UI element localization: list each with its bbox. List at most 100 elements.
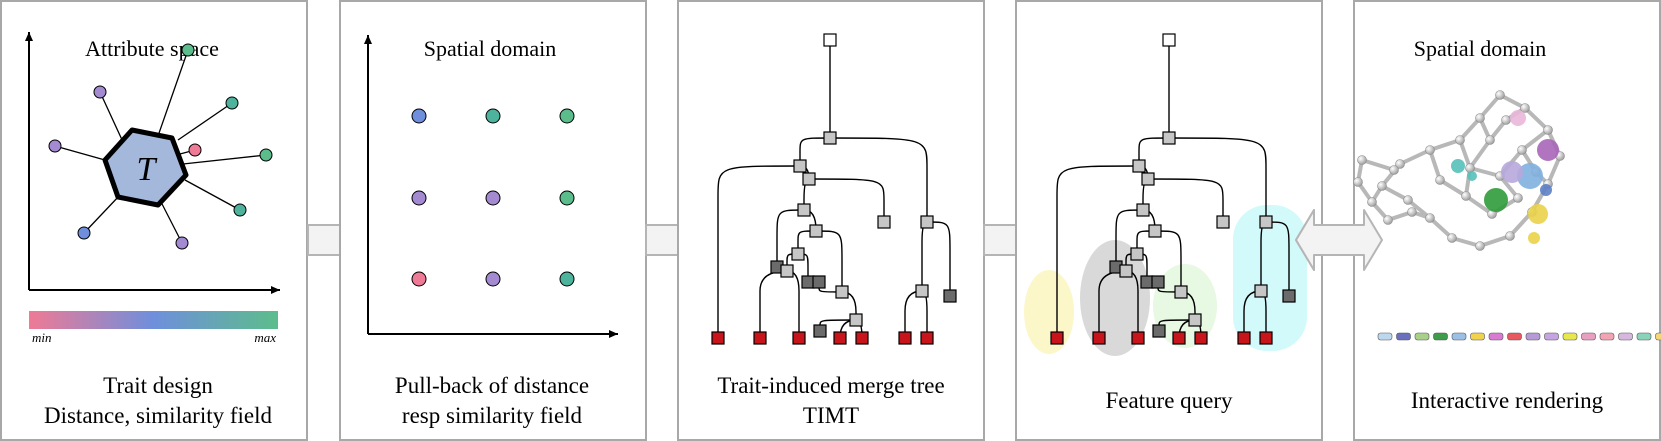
spatial-point — [411, 271, 427, 287]
legend-swatch — [1377, 332, 1393, 341]
tree-node — [802, 172, 816, 186]
molecule-bond — [1438, 178, 1468, 198]
spokes — [54, 49, 267, 244]
molecule-atom — [1403, 195, 1413, 205]
molecule-bond — [1428, 149, 1442, 181]
spatial-point — [485, 271, 501, 287]
attribute-point — [93, 85, 107, 99]
tree-edge — [1138, 137, 1170, 166]
colorbar-min-label: min — [32, 330, 52, 345]
tree-node — [1148, 224, 1162, 238]
tree-node — [780, 264, 794, 278]
molecule-bond — [1479, 234, 1511, 248]
tree-node — [835, 285, 849, 299]
tree-node — [1131, 331, 1145, 345]
attribute-point — [259, 148, 273, 162]
trait-label: T — [137, 151, 158, 188]
spatial-point — [559, 271, 575, 287]
tree-node — [1254, 284, 1268, 298]
merge-tree — [711, 33, 957, 345]
panel-caption-line-2: resp similarity field — [402, 403, 583, 428]
feature-highlight-yellow — [1024, 270, 1074, 354]
panel-title: Spatial domain — [1414, 36, 1547, 61]
molecule-atom — [1501, 115, 1511, 125]
molecule-atom — [1407, 207, 1417, 217]
feature-blob — [1517, 163, 1543, 189]
tree-node — [915, 284, 929, 298]
feature-blob — [1537, 139, 1559, 161]
molecule-atom — [1495, 90, 1505, 100]
tree-node — [1216, 215, 1230, 229]
legend-swatch — [1433, 332, 1448, 341]
tree-node — [1237, 331, 1251, 345]
molecule-atom — [1389, 165, 1399, 175]
spatial-point — [485, 108, 501, 124]
attribute-point — [181, 43, 195, 57]
molecule-bond — [1464, 194, 1494, 216]
colorbar-max-label: max — [254, 330, 276, 345]
legend-swatch — [1507, 332, 1522, 341]
tree-node — [1174, 285, 1188, 299]
tree-node — [877, 215, 891, 229]
molecule-atom — [1505, 231, 1515, 241]
legend-swatch — [1451, 332, 1467, 341]
colorbar — [29, 311, 278, 329]
molecule-atom — [1367, 197, 1377, 207]
tree-edge — [1115, 209, 1144, 267]
tree-node — [1194, 331, 1208, 345]
legend-swatch — [1599, 332, 1615, 341]
spatial-point — [559, 190, 575, 206]
molecule-atom — [1447, 233, 1457, 243]
panel-caption-line-1: Trait-induced merge tree — [717, 373, 944, 398]
tree-node — [812, 275, 826, 289]
molecule-atom — [1425, 213, 1435, 223]
attribute-point — [48, 139, 62, 153]
legend-swatch — [1562, 332, 1578, 341]
attribute-point — [77, 226, 91, 240]
molecule-atom — [1377, 181, 1387, 191]
molecule-bond — [1429, 138, 1461, 152]
panel-feature-query: Feature query — [1015, 0, 1323, 441]
tree-node — [1151, 275, 1165, 289]
feature-blob — [1540, 184, 1552, 196]
molecule-atom — [1475, 113, 1485, 123]
tree-node — [1136, 203, 1150, 217]
molecule-bond — [1523, 106, 1550, 132]
tree-edge — [829, 137, 928, 222]
molecule-icon — [1353, 90, 1565, 251]
spatial-point — [559, 108, 575, 124]
attribute-point — [233, 203, 247, 217]
feature-highlight-green — [1153, 264, 1217, 348]
legend-swatch — [1581, 332, 1596, 341]
panel-caption-line-2: Distance, similarity field — [44, 403, 273, 428]
tree-node — [1050, 331, 1064, 345]
feature-blob — [1467, 171, 1477, 181]
tree-node — [1130, 247, 1144, 261]
molecule-atom — [1455, 135, 1465, 145]
feature-blob — [1528, 232, 1540, 244]
tree-node — [898, 331, 912, 345]
tree-node — [801, 275, 815, 289]
tree-edge — [1168, 137, 1267, 222]
tree-edge — [1154, 230, 1182, 292]
legend-swatch — [1396, 332, 1411, 341]
tree-node — [1162, 33, 1176, 47]
tree-node — [792, 331, 806, 345]
tree-node — [791, 247, 805, 261]
attribute-points — [48, 43, 273, 250]
molecule-bond — [1399, 148, 1431, 166]
molecule-atom — [1517, 145, 1527, 155]
spatial-point — [411, 108, 427, 124]
legend-swatch — [1525, 332, 1541, 341]
legend-swatch — [1470, 332, 1485, 341]
molecule-bond — [1478, 93, 1502, 120]
tree-node — [920, 331, 934, 345]
molecule-bond — [1451, 236, 1481, 248]
feature-blob — [1451, 159, 1465, 173]
molecule-atom — [1520, 103, 1530, 113]
tree-node — [1119, 264, 1133, 278]
molecule-bond — [1381, 184, 1409, 202]
panel-caption: Feature query — [1105, 388, 1233, 413]
trait-hexagon — [102, 127, 189, 208]
